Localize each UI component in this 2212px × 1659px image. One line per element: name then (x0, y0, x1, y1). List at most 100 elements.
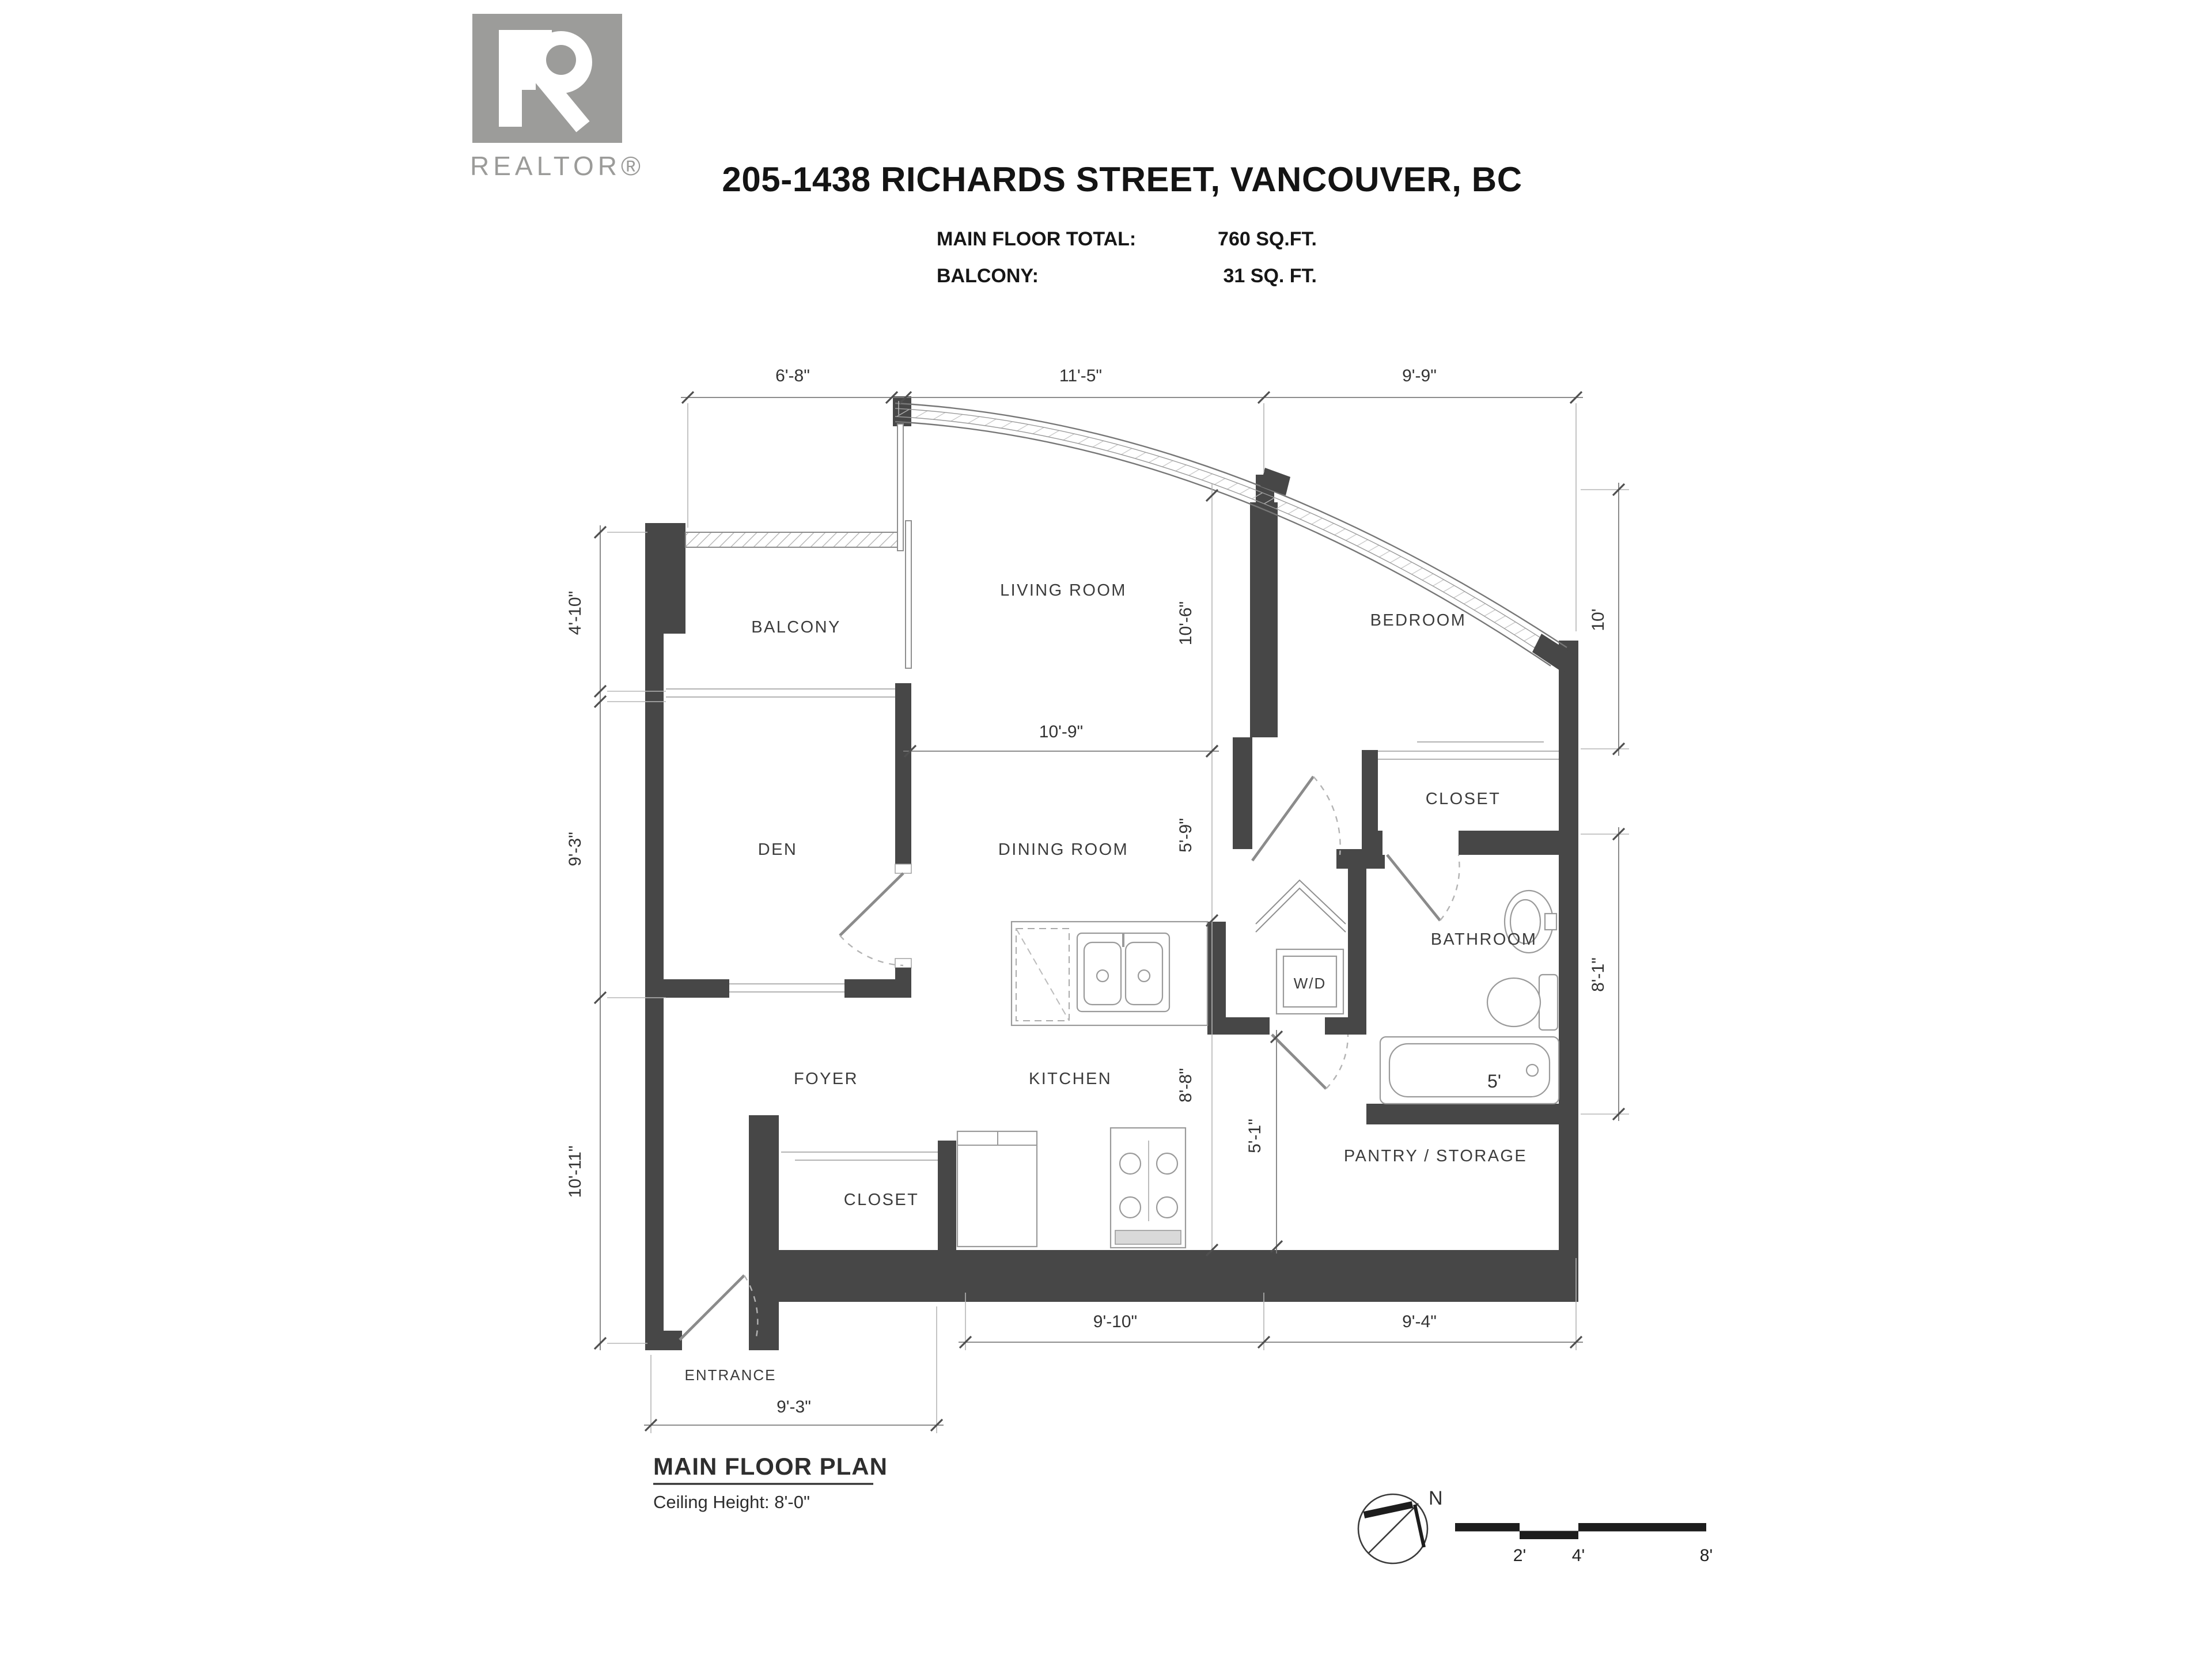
dimension-lines: 6'-8" 11'-5" 9'-9" 4'-10" 9'-3" 10'-11" (566, 366, 1629, 1433)
den-bottom-window (729, 983, 844, 993)
dim-pantry-door: 5'-1" (1245, 1119, 1264, 1153)
page-title: 205-1438 RICHARDS STREET, VANCOUVER, BC (722, 160, 1522, 199)
dim-right-2: 8'-1" (1589, 957, 1608, 992)
dim-living-depth: 10'-6" (1176, 601, 1195, 645)
curved-window-wall (895, 402, 1574, 673)
bathroom-door-swing (1440, 854, 1460, 921)
label-washer-dryer: W/D (1294, 975, 1327, 992)
bedroom-door-leaf (1251, 775, 1315, 862)
scale-label-8ft: 8' (1700, 1546, 1713, 1565)
dim-left-1: 4'-10" (566, 591, 585, 635)
scale-label-4ft: 4' (1572, 1546, 1585, 1565)
left-extensions (607, 532, 666, 1344)
balcony-left-wall (645, 523, 685, 634)
scale-label-2ft: 2' (1513, 1546, 1526, 1565)
label-dining-room: DINING ROOM (998, 840, 1128, 859)
label-kitchen: KITCHEN (1029, 1070, 1112, 1088)
label-bedroom: BEDROOM (1370, 611, 1467, 630)
ceiling-height: Ceiling Height: 8'-0" (653, 1492, 810, 1512)
fridge (956, 1130, 1038, 1248)
right-ticks (1612, 483, 1626, 1121)
right-wall (1559, 641, 1578, 1256)
room-labels: BALCONY LIVING ROOM BEDROOM DEN DINING R… (684, 581, 1537, 1384)
bathroom-bottom-wall (1366, 1104, 1578, 1124)
dim-tub: 5' (1487, 1071, 1501, 1092)
entrance-wall (645, 1331, 682, 1350)
den-door-swing (839, 935, 904, 967)
stat-balcony-value: 31 SQ. FT. (1224, 265, 1317, 287)
dim-top-2: 11'-5" (1059, 366, 1102, 385)
foyer-closet-right-wall (938, 1141, 956, 1250)
label-bedroom-closet: CLOSET (1426, 790, 1501, 808)
stat-balcony-label: BALCONY: (937, 265, 1039, 287)
label-bathroom: BATHROOM (1431, 930, 1537, 949)
pantry-door-leaf (1271, 1033, 1327, 1090)
dim-top-3: 9'-9" (1402, 366, 1437, 385)
pantry-door-swing (1325, 1034, 1349, 1089)
bottom-extensions (965, 1258, 1577, 1350)
doors (679, 775, 1460, 1341)
entrance-door-swing (743, 1275, 759, 1340)
kitchen-sink (1076, 932, 1171, 1013)
left-ticks (593, 525, 607, 1350)
plan-title: MAIN FLOOR PLAN (653, 1453, 888, 1480)
scale-bar: 2' 4' 8' (1455, 1523, 1713, 1565)
dim-bottom-1: 9'-10" (1093, 1312, 1137, 1331)
label-pantry: PANTRY / STORAGE (1344, 1147, 1527, 1165)
area-stats: MAIN FLOOR TOTAL: 760 SQ.FT. BALCONY: 31… (937, 228, 1317, 287)
top-extensions (687, 401, 1577, 631)
dim-bottom-2: 9'-4" (1402, 1312, 1437, 1331)
top-ticks (681, 391, 1583, 404)
opening-ticks (903, 744, 1219, 758)
window-end-block (1532, 634, 1574, 673)
entrance-extensions (650, 1306, 937, 1433)
mid-ticks (1205, 488, 1219, 1257)
bathroom-sink (1503, 889, 1558, 954)
label-foyer: FOYER (794, 1070, 858, 1088)
dim-left-2: 9'-3" (566, 832, 585, 866)
stat-main-floor-label: MAIN FLOOR TOTAL: (937, 228, 1136, 250)
label-living-room: LIVING ROOM (1000, 581, 1127, 600)
bedroom-wall-lower (1233, 737, 1252, 849)
bedroom-wall (1250, 502, 1278, 737)
bathroom-door-gap (1382, 831, 1459, 855)
label-entrance: ENTRANCE (684, 1366, 776, 1384)
toilet (1486, 974, 1559, 1031)
foyer-closet-shelves (781, 1152, 938, 1161)
realtor-logo: REALTOR® (470, 14, 645, 181)
fixtures (781, 741, 1560, 1249)
stat-main-floor-value: 760 SQ.FT. (1218, 228, 1317, 250)
pantry-door-ticks (1270, 1030, 1283, 1253)
label-foyer-closet: CLOSET (844, 1191, 919, 1209)
bathroom-left-wall (1348, 868, 1366, 1035)
dim-bottom-3: 9'-3" (777, 1397, 811, 1416)
dim-dining-depth: 5'-9" (1176, 818, 1195, 853)
dim-top-1: 6'-8" (775, 366, 810, 385)
bottom-ticks (959, 1335, 1583, 1349)
north-compass-icon: N (1357, 1487, 1443, 1565)
wd-bottom-wall-left (1207, 1017, 1270, 1035)
divider-bottom-block (895, 683, 911, 724)
realtor-wordmark: REALTOR® (470, 151, 645, 181)
entrance-ticks (644, 1418, 944, 1432)
den-top-window (666, 688, 895, 698)
foyer-closet-left-wall (749, 1115, 779, 1350)
compass-north-label: N (1429, 1487, 1443, 1509)
kitchen-hall-wall (1207, 922, 1226, 1035)
entrance-door-leaf (679, 1274, 745, 1341)
hall-angled-wall (1255, 879, 1346, 933)
bedroom-closet-shelves (1378, 741, 1559, 760)
dishwasher (1016, 928, 1070, 1021)
dim-kitchen-depth: 8'-8" (1176, 1068, 1195, 1103)
bathtub (1379, 1036, 1560, 1105)
den-bottom-wall-right (844, 979, 911, 998)
den-bottom-wall-left (664, 979, 729, 998)
dim-right-1: 10' (1589, 608, 1608, 631)
slider-pane-1 (897, 423, 904, 551)
bottom-wall (779, 1250, 1578, 1302)
left-wall (645, 634, 664, 1348)
den-wall (895, 724, 911, 864)
window-mullion (1260, 468, 1290, 495)
